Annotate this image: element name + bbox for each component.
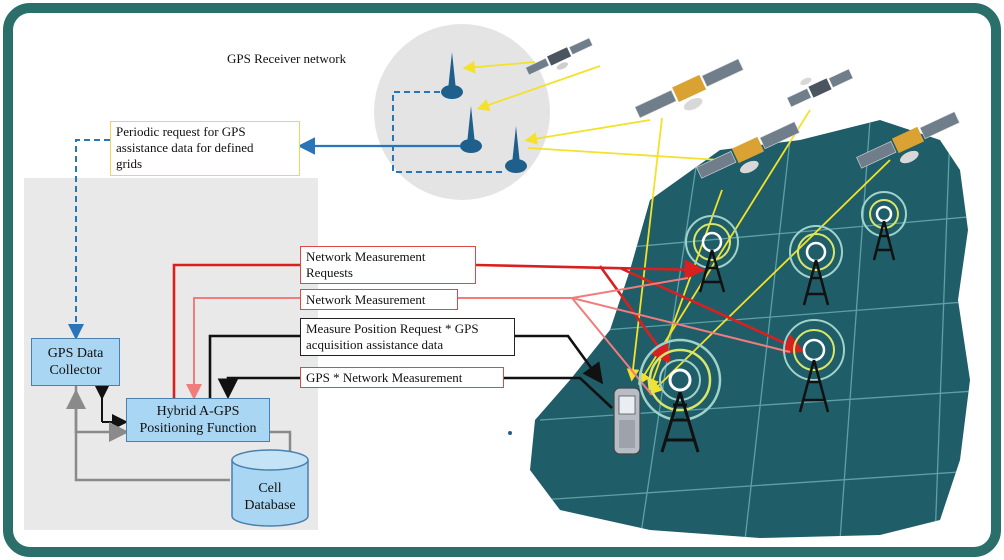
gps-network-measurement-label: GPS * Network Measurement — [300, 367, 504, 388]
satellite-icon — [786, 68, 854, 108]
network-measurement-label: Network Measurement — [300, 289, 458, 310]
label-line: grids — [116, 156, 142, 171]
cell-tower-icon — [685, 215, 739, 293]
gps-receiver-network-circle — [374, 24, 550, 200]
label-line: GPS * Network Measurement — [306, 370, 463, 385]
cell-database-node: Cell Database — [232, 480, 308, 514]
satellite-icon — [634, 58, 744, 119]
periodic-request-label: Periodic request for GPS assistance data… — [110, 121, 300, 176]
gps-receiver-icon — [505, 126, 527, 173]
node-line: Database — [244, 498, 296, 513]
network-request-flows — [172, 259, 805, 400]
database-icon — [231, 449, 309, 527]
node-line: Collector — [49, 363, 102, 378]
hybrid-agps-node: Hybrid A-GPS Positioning Function — [126, 398, 270, 442]
flow-request-to-collector — [68, 139, 110, 340]
cell-tower-icon — [861, 191, 907, 261]
node-line: Positioning Function — [139, 421, 257, 436]
label-line: Requests — [306, 265, 353, 280]
label-line: Network Measurement — [306, 249, 426, 264]
cell-tower-icon — [783, 319, 845, 413]
satellite-icon — [525, 37, 593, 76]
gps-data-collector-node: GPS Data Collector — [31, 338, 120, 386]
gps-receiver-icon — [441, 52, 463, 99]
cell-tower-icon — [789, 225, 843, 306]
mobile-phone-icon — [613, 387, 641, 455]
label-line: Measure Position Request * GPS — [306, 321, 479, 336]
label-line: acquisition assistance data — [306, 337, 444, 352]
network-title: GPS Receiver network — [227, 51, 347, 66]
network-measurement-requests-label: Network Measurement Requests — [300, 246, 476, 284]
gps-receiver-icon — [460, 106, 482, 153]
satellite-icon — [696, 121, 800, 179]
node-line: GPS Data — [47, 346, 104, 361]
label-line: assistance data for defined — [116, 140, 254, 155]
position-flows — [208, 334, 613, 409]
label-line: Periodic request for GPS — [116, 124, 246, 139]
internal-links — [66, 384, 292, 482]
label-line: Network Measurement — [306, 292, 426, 307]
cell-tower-icon — [638, 338, 722, 453]
node-line: Hybrid A-GPS — [156, 404, 240, 419]
measure-position-request-label: Measure Position Request * GPS acquisiti… — [300, 318, 515, 356]
node-line: Cell — [258, 481, 282, 496]
satellite-icon — [856, 111, 960, 169]
